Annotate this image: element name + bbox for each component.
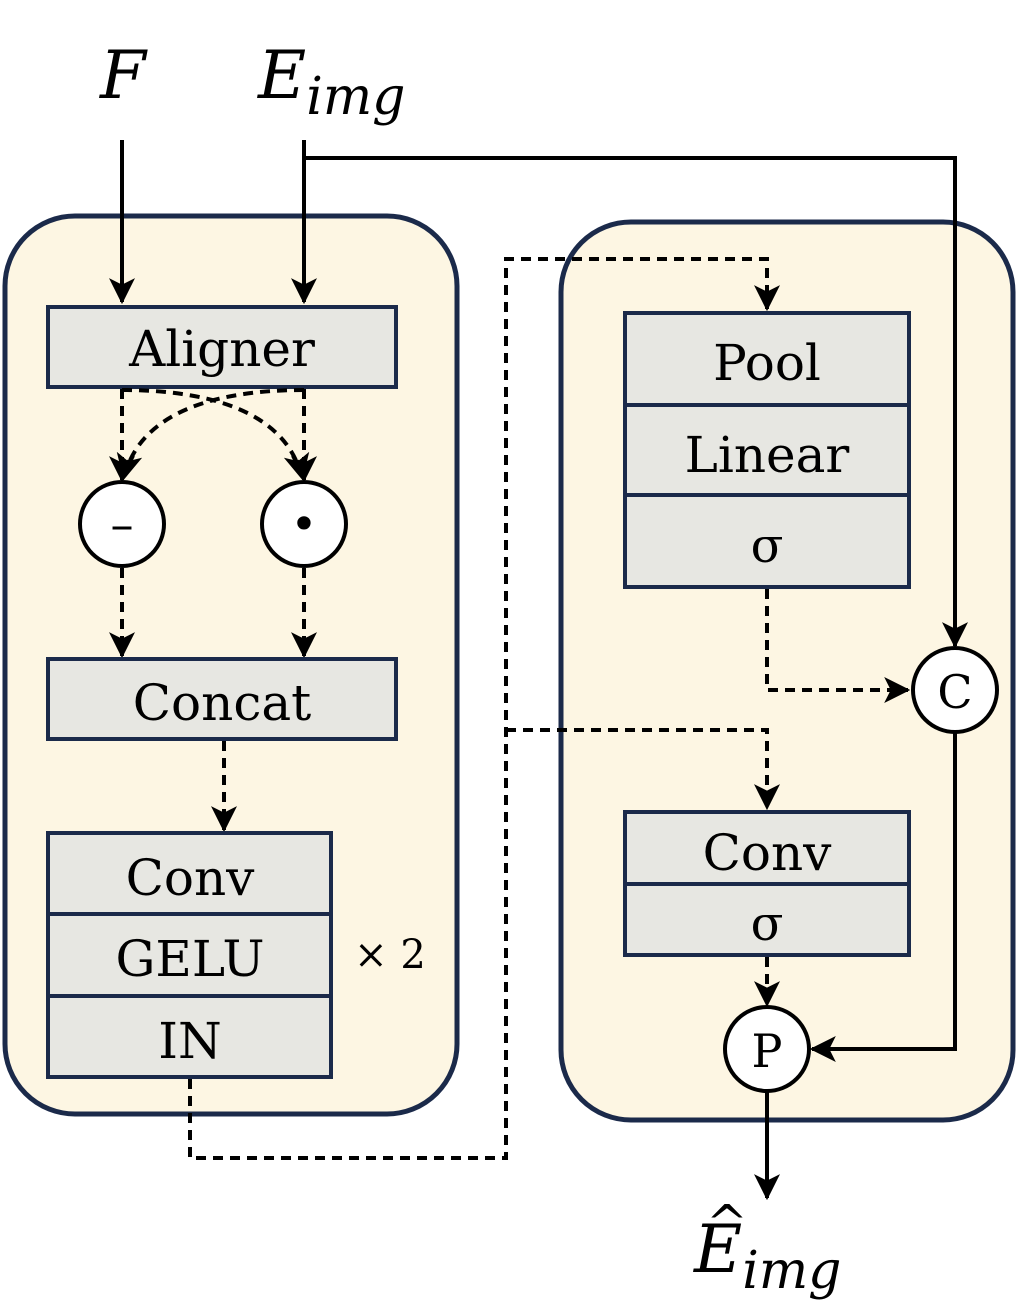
left-conv-block (46, 831, 333, 916)
multiply-op-symbol: • (290, 497, 317, 551)
product-op-symbol: P (752, 1024, 783, 1078)
dash-cross-to-subtract (116, 388, 305, 481)
sigma-top-label: σ (751, 518, 784, 574)
dash-cross-to-multiply (121, 388, 310, 481)
arrow-eimg-bypass (304, 156, 968, 649)
arrow-concat-op-to-product-op (809, 732, 957, 1062)
pool-label: Pool (713, 334, 821, 392)
output-e-img-label: Eimg (693, 1211, 841, 1301)
in-label: IN (158, 1012, 222, 1070)
sigma-bottom-label: σ (751, 896, 784, 952)
concat-op-symbol: C (937, 665, 972, 719)
sigma-bottom-block (623, 882, 911, 957)
aligner-label: Aligner (128, 320, 315, 378)
output-hat: ^ (706, 1194, 748, 1252)
multiply-op-circle (260, 480, 348, 568)
repeat-label: × 2 (354, 932, 426, 978)
subtract-op-circle (78, 480, 166, 568)
concat-label: Concat (133, 674, 311, 732)
input-e-img-label: Eimg (257, 37, 405, 127)
concat-block (46, 657, 398, 741)
gelu-block (46, 912, 333, 998)
dash-branch-to-conv (506, 728, 780, 811)
subtract-op-symbol: – (111, 497, 134, 551)
pool-block (623, 311, 911, 407)
aligner-block (46, 305, 398, 389)
gelu-label: GELU (115, 930, 264, 988)
dash-sigma-to-concat-op (765, 589, 911, 703)
sigma-top-block (623, 493, 911, 589)
input-f-label: F (99, 37, 148, 114)
right-conv-label: Conv (703, 824, 833, 882)
left-conv-label: Conv (126, 849, 256, 907)
in-block (46, 994, 333, 1079)
linear-label: Linear (685, 426, 850, 484)
